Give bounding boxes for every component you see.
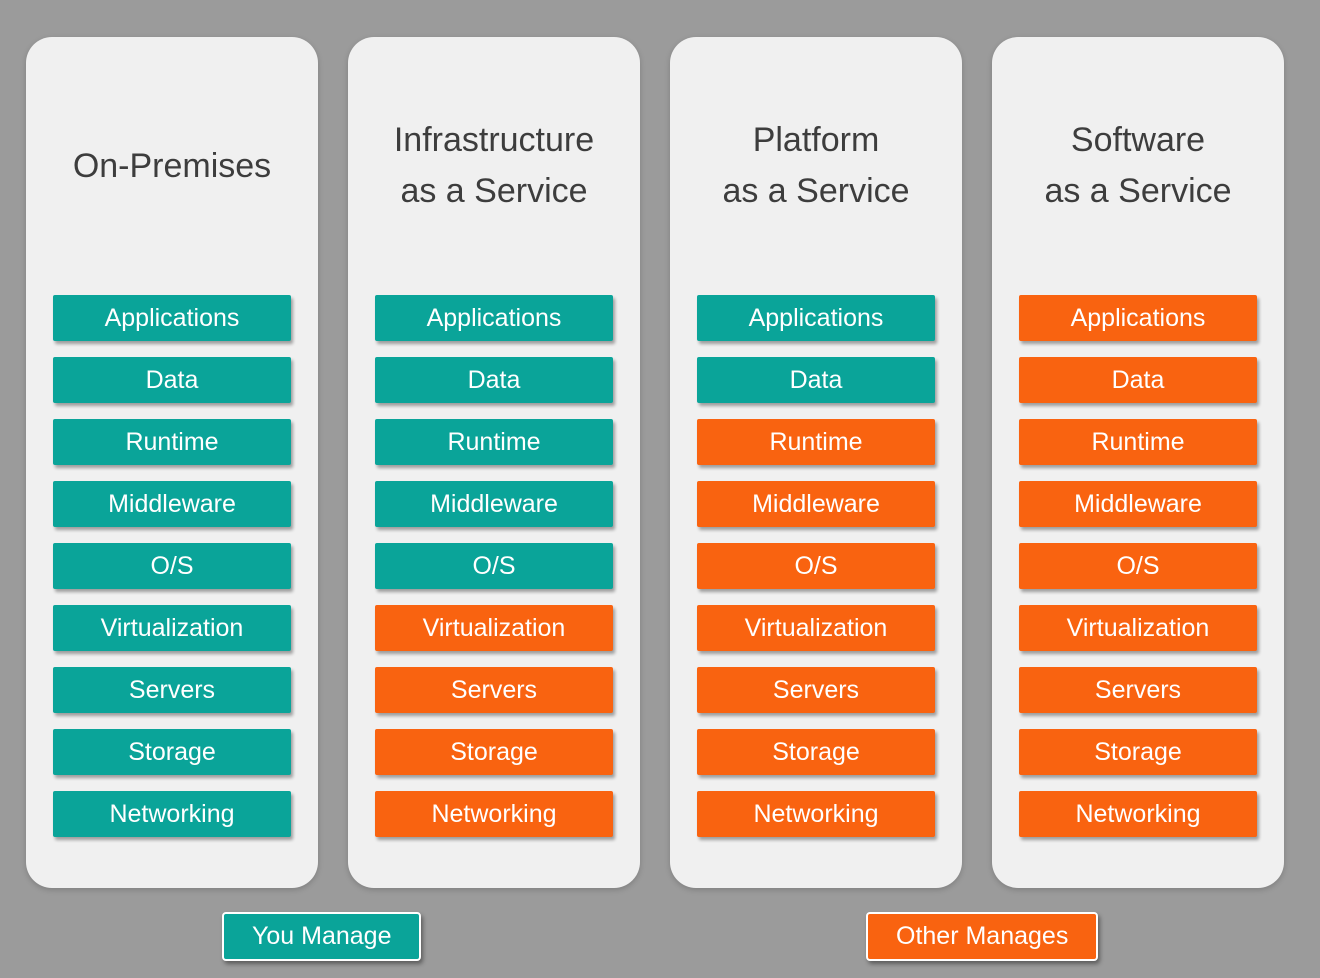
layer-block: Applications bbox=[53, 295, 291, 341]
layer-block: Middleware bbox=[53, 481, 291, 527]
layer-stack: Applications Data Runtime Middleware O/S… bbox=[670, 295, 962, 837]
layer-block: Servers bbox=[375, 667, 613, 713]
layer-block: Servers bbox=[1019, 667, 1257, 713]
layer-block: Networking bbox=[53, 791, 291, 837]
column-title: Infrastructure as a Service bbox=[393, 121, 595, 210]
layer-block: Runtime bbox=[1019, 419, 1257, 465]
layer-block: O/S bbox=[53, 543, 291, 589]
column-paas: Platform as a Service Applications Data … bbox=[670, 37, 962, 888]
layer-block: Networking bbox=[1019, 791, 1257, 837]
layer-block: Virtualization bbox=[697, 605, 935, 651]
layer-block: Storage bbox=[53, 729, 291, 775]
layer-block: Middleware bbox=[697, 481, 935, 527]
layer-block: Storage bbox=[1019, 729, 1257, 775]
layer-block: Servers bbox=[697, 667, 935, 713]
layer-block: O/S bbox=[1019, 543, 1257, 589]
layer-block: Virtualization bbox=[1019, 605, 1257, 651]
column-title: On-Premises bbox=[72, 146, 272, 185]
layer-block: Runtime bbox=[53, 419, 291, 465]
layer-block: Middleware bbox=[1019, 481, 1257, 527]
layer-block: Networking bbox=[375, 791, 613, 837]
column-saas: Software as a Service Applications Data … bbox=[992, 37, 1284, 888]
column-on-premises: On-Premises Applications Data Runtime Mi… bbox=[26, 37, 318, 888]
legend-you-manage: You Manage bbox=[222, 912, 422, 961]
layer-block: O/S bbox=[697, 543, 935, 589]
column-title: Software as a Service bbox=[1044, 121, 1232, 210]
column-iaas: Infrastructure as a Service Applications… bbox=[348, 37, 640, 888]
layer-block: Virtualization bbox=[375, 605, 613, 651]
layer-block: Virtualization bbox=[53, 605, 291, 651]
layer-block: Runtime bbox=[697, 419, 935, 465]
layer-stack: Applications Data Runtime Middleware O/S… bbox=[26, 295, 318, 837]
layer-block: Applications bbox=[375, 295, 613, 341]
layer-block: Networking bbox=[697, 791, 935, 837]
layer-stack: Applications Data Runtime Middleware O/S… bbox=[348, 295, 640, 837]
layer-block: Data bbox=[1019, 357, 1257, 403]
legend-other-manages: Other Manages bbox=[866, 912, 1099, 961]
layer-block: Runtime bbox=[375, 419, 613, 465]
layer-block: O/S bbox=[375, 543, 613, 589]
layer-block: Storage bbox=[375, 729, 613, 775]
legend: You Manage Other Manages bbox=[0, 912, 1320, 962]
layer-block: Data bbox=[375, 357, 613, 403]
column-title: Platform as a Service bbox=[722, 121, 910, 210]
layer-block: Storage bbox=[697, 729, 935, 775]
layer-block: Servers bbox=[53, 667, 291, 713]
layer-block: Applications bbox=[697, 295, 935, 341]
layer-block: Middleware bbox=[375, 481, 613, 527]
service-model-columns: On-Premises Applications Data Runtime Mi… bbox=[26, 37, 1284, 888]
layer-block: Data bbox=[53, 357, 291, 403]
layer-stack: Applications Data Runtime Middleware O/S… bbox=[992, 295, 1284, 837]
layer-block: Data bbox=[697, 357, 935, 403]
layer-block: Applications bbox=[1019, 295, 1257, 341]
